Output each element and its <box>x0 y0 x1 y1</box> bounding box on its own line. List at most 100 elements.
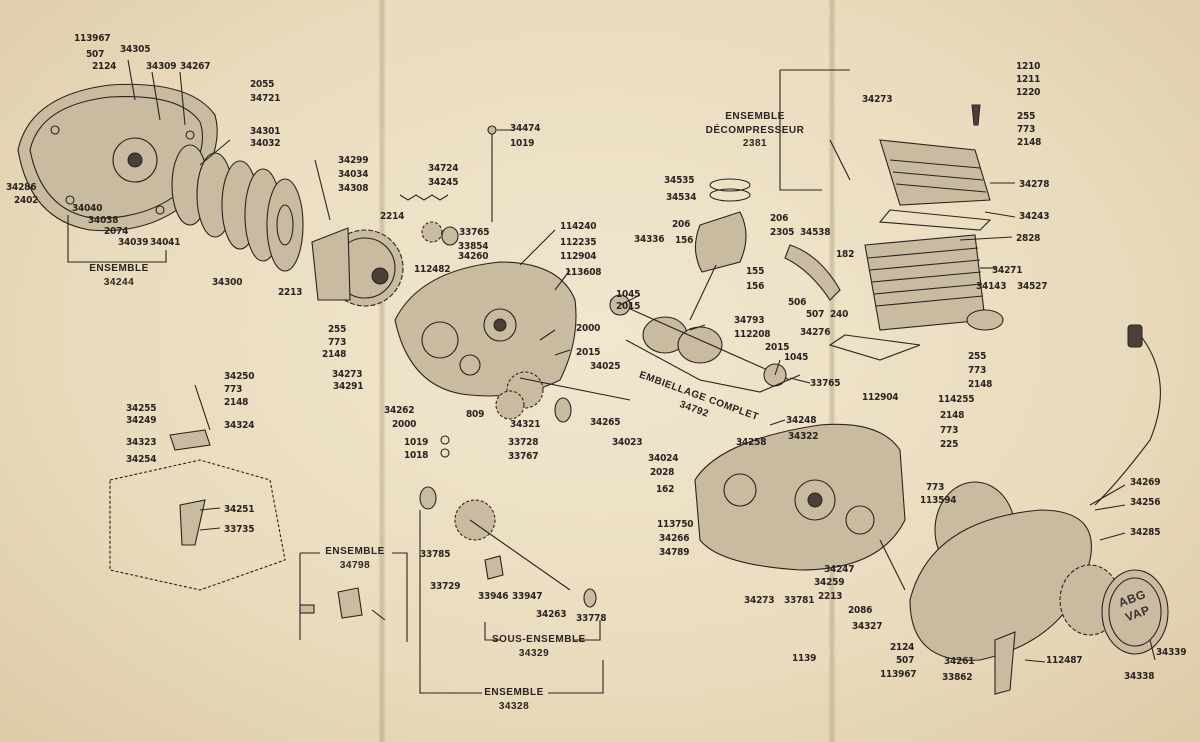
part-label-34262: 34262 <box>384 405 415 416</box>
part-label-2148e: 2148 <box>940 410 965 421</box>
part-label-113594: 113594 <box>920 495 957 506</box>
part-label-33781: 33781 <box>784 595 815 606</box>
clutch-gear <box>311 227 404 307</box>
part-label-112235: 112235 <box>560 237 597 248</box>
part-label-113608: 113608 <box>565 267 602 278</box>
part-label-33729: 33729 <box>430 581 461 592</box>
bracket-34328 <box>419 510 604 694</box>
part-label-2015b: 2015 <box>616 301 641 312</box>
part-label-1045a: 1045 <box>616 289 641 300</box>
part-label-2124b: 2124 <box>890 642 915 653</box>
part-label-34323: 34323 <box>126 437 157 448</box>
part-label-34039: 34039 <box>118 237 149 248</box>
part-label-1211: 1211 <box>1016 74 1041 85</box>
part-label-34243: 34243 <box>1019 211 1050 222</box>
part-label-112482: 112482 <box>414 264 451 275</box>
part-label-112208: 112208 <box>734 329 771 340</box>
part-label-33765b: 33765 <box>810 378 841 389</box>
part-label-34249: 34249 <box>126 415 157 426</box>
part-label-34263: 34263 <box>536 609 567 620</box>
part-label-34267: 34267 <box>180 61 211 72</box>
part-label-34032: 34032 <box>250 138 281 149</box>
part-label-2148a: 2148 <box>322 349 347 360</box>
part-label-2148c: 2148 <box>968 379 993 390</box>
part-label-34724: 34724 <box>428 163 459 174</box>
part-label-1018: 1018 <box>404 450 429 461</box>
part-label-2015c: 2015 <box>765 342 790 353</box>
part-label-225: 225 <box>940 439 959 450</box>
crankcase-right <box>694 423 906 591</box>
shaft-assembly <box>419 486 597 608</box>
part-label-773f: 773 <box>926 482 945 493</box>
part-label-2828: 2828 <box>1016 233 1041 244</box>
part-label-507a: 507 <box>86 49 105 60</box>
part-label-773e: 773 <box>940 425 959 436</box>
part-label-206a: 206 <box>672 219 691 230</box>
part-label-255a: 255 <box>328 324 347 335</box>
part-label-506: 506 <box>788 297 807 308</box>
part-label-113750: 113750 <box>657 519 694 530</box>
bracket-34244 <box>67 215 167 263</box>
part-label-33862: 33862 <box>942 672 973 683</box>
part-label-34245: 34245 <box>428 177 459 188</box>
ensemble-34798-parts <box>299 587 386 621</box>
part-label-34143: 34143 <box>976 281 1007 292</box>
part-label-773d: 773 <box>224 384 243 395</box>
part-label-34276: 34276 <box>800 327 831 338</box>
part-label-34324: 34324 <box>224 420 255 431</box>
part-label-156b: 156 <box>746 281 765 292</box>
part-label-34339: 34339 <box>1156 647 1187 658</box>
part-label-34251: 34251 <box>224 504 255 515</box>
part-label-34286: 34286 <box>6 182 37 193</box>
part-label-255b: 255 <box>1017 111 1036 122</box>
cylinder <box>784 234 1004 361</box>
part-label-2213b: 2213 <box>818 591 843 602</box>
part-label-2055: 2055 <box>250 79 275 90</box>
part-label-2214: 2214 <box>380 211 405 222</box>
part-label-34327: 34327 <box>852 621 883 632</box>
part-label-34261: 34261 <box>944 656 975 667</box>
part-label-34721: 34721 <box>250 93 281 104</box>
part-label-34273c: 34273 <box>744 595 775 606</box>
decompressor-bracket <box>779 69 850 191</box>
part-label-2074: 2074 <box>104 226 129 237</box>
sprocket <box>399 194 459 246</box>
cylinder-head <box>878 104 992 231</box>
part-label-34271: 34271 <box>992 265 1023 276</box>
part-label-34259: 34259 <box>814 577 845 588</box>
part-label-34269: 34269 <box>1130 477 1161 488</box>
part-label-34038: 34038 <box>88 215 119 226</box>
part-label-34789: 34789 <box>659 547 690 558</box>
kick-lever <box>994 631 1016 695</box>
part-label-1210: 1210 <box>1016 61 1041 72</box>
part-label-773a: 773 <box>328 337 347 348</box>
group-ensemble-decompresseur: ENSEMBLE DÉCOMPRESSEUR 2381 <box>705 111 805 149</box>
part-label-34256: 34256 <box>1130 497 1161 508</box>
part-label-34034: 34034 <box>338 169 369 180</box>
piston-crank-assembly <box>609 178 791 387</box>
part-label-34309: 34309 <box>146 61 177 72</box>
part-label-1045b: 1045 <box>784 352 809 363</box>
part-label-2000a: 2000 <box>576 323 601 334</box>
part-label-34023: 34023 <box>612 437 643 448</box>
part-label-34255: 34255 <box>126 403 157 414</box>
crankcase-left <box>394 261 577 397</box>
part-label-34301: 34301 <box>250 126 281 137</box>
part-label-182: 182 <box>836 249 855 260</box>
part-label-34338: 34338 <box>1124 671 1155 682</box>
shift-mechanism <box>109 384 286 591</box>
part-label-156a: 156 <box>675 235 694 246</box>
paper-fold <box>828 0 836 742</box>
part-label-33854: 33854 <box>458 241 489 252</box>
part-label-34278: 34278 <box>1019 179 1050 190</box>
part-label-34250: 34250 <box>224 371 255 382</box>
part-label-155: 155 <box>746 266 765 277</box>
part-label-33728: 33728 <box>508 437 539 448</box>
part-label-2015a: 2015 <box>576 347 601 358</box>
clutch-cover <box>17 83 218 232</box>
part-label-34305: 34305 <box>120 44 151 55</box>
part-label-33778: 33778 <box>576 613 607 624</box>
part-label-507c: 507 <box>896 655 915 666</box>
bracket-embiellage <box>625 339 801 393</box>
